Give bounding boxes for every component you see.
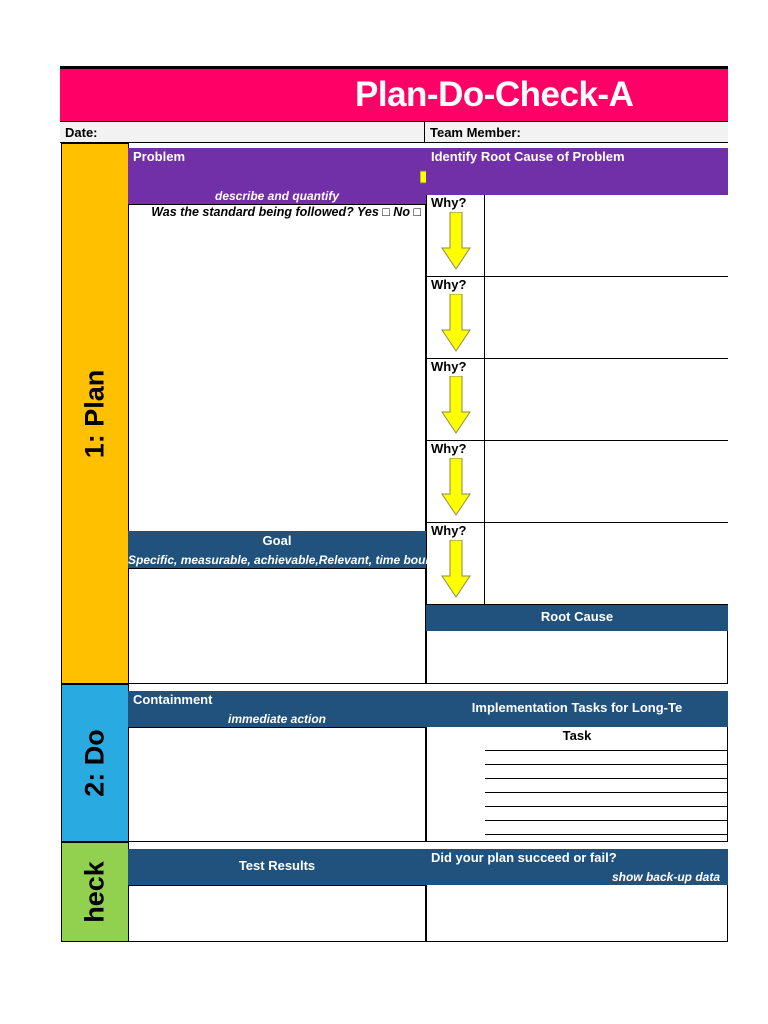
- stage-label-do: 2: Do: [79, 729, 110, 797]
- team-member-label: Team Member:: [430, 124, 521, 140]
- why-answer-1[interactable]: [485, 195, 728, 277]
- goal-entry-pane[interactable]: [128, 568, 426, 684]
- test-results-entry-pane[interactable]: [128, 885, 426, 942]
- pdca-worksheet: Plan-Do-Check-A Date: Team Member: 1: Pl…: [60, 66, 728, 942]
- why-label-4: Why?: [431, 441, 467, 456]
- containment-header-label: Containment: [133, 692, 213, 707]
- why-cell-2: Why?: [426, 277, 485, 359]
- task-row[interactable]: [485, 778, 728, 779]
- root-cause-header: Identify Root Cause of Problem: [426, 148, 728, 204]
- task-row[interactable]: [485, 750, 728, 751]
- down-arrow-icon: [441, 294, 471, 352]
- containment-subtitle: immediate action: [227, 712, 327, 726]
- down-arrow-icon: [441, 458, 471, 516]
- test-results-header: Test Results: [128, 849, 426, 885]
- task-column-header: Task: [562, 728, 592, 743]
- stage-rail-do: 2: Do: [61, 684, 129, 842]
- why-cell-5: Why?: [426, 523, 485, 605]
- why-answer-2[interactable]: [485, 277, 728, 359]
- goal-header-label: Goal: [262, 533, 292, 548]
- page-title: Plan-Do-Check-A: [355, 75, 634, 114]
- task-row[interactable]: [485, 792, 728, 793]
- why-label-3: Why?: [431, 359, 467, 374]
- stage-rail-plan: 1: Plan: [61, 143, 129, 684]
- why-label-1: Why?: [431, 195, 467, 210]
- plan-outcome-entry-pane[interactable]: [426, 885, 728, 942]
- down-arrow-icon: [441, 212, 471, 270]
- implementation-tasks-header-label: Implementation Tasks for Long-Te: [471, 700, 683, 715]
- goal-subtitle: Specific, measurable, achievable,Relevan…: [128, 553, 441, 567]
- why-cell-4: Why?: [426, 441, 485, 523]
- why-label-5: Why?: [431, 523, 467, 538]
- task-list-pane[interactable]: Task: [426, 727, 728, 842]
- goal-header: Goal Specific, measurable, achievable,Re…: [128, 531, 441, 568]
- task-row[interactable]: [485, 806, 728, 807]
- stage-label-plan: 1: Plan: [79, 369, 110, 458]
- root-cause-header-label: Identify Root Cause of Problem: [431, 149, 625, 164]
- problem-subtitle: describe and quantify: [214, 189, 340, 203]
- task-row[interactable]: [485, 834, 728, 835]
- worksheet-title-bar: Plan-Do-Check-A: [60, 66, 728, 121]
- down-arrow-icon: [441, 540, 471, 598]
- why-answer-3[interactable]: [485, 359, 728, 441]
- implementation-tasks-header: Implementation Tasks for Long-Te: [426, 691, 728, 727]
- team-member-field[interactable]: Team Member:: [425, 122, 728, 142]
- task-row[interactable]: [485, 764, 728, 765]
- root-cause-bar: Root Cause: [426, 605, 728, 631]
- stage-rail-check: heck: [61, 842, 129, 942]
- why-answer-4[interactable]: [485, 441, 728, 523]
- plan-outcome-header-label: Did your plan succeed or fail?: [431, 850, 617, 865]
- standard-followed-question: Was the standard being followed? Yes □ N…: [151, 205, 421, 219]
- down-arrow-icon: [441, 376, 471, 434]
- plan-outcome-header: Did your plan succeed or fail? show back…: [426, 849, 728, 885]
- date-label: Date:: [65, 124, 98, 140]
- problem-entry-pane[interactable]: [128, 204, 426, 534]
- plan-outcome-subtitle: show back-up data: [611, 870, 720, 884]
- why-answer-5[interactable]: [485, 523, 728, 605]
- stage-label-check: heck: [79, 861, 110, 923]
- problem-header: Problem describe and quantify: [128, 148, 482, 204]
- why-cell-1: Why?: [426, 195, 485, 277]
- why-cell-3: Why?: [426, 359, 485, 441]
- containment-entry-pane[interactable]: [128, 727, 426, 842]
- meta-row: Date: Team Member:: [60, 121, 728, 143]
- problem-header-label: Problem: [133, 149, 186, 164]
- root-cause-bar-label: Root Cause: [540, 609, 614, 624]
- why-label-2: Why?: [431, 277, 467, 292]
- task-row[interactable]: [485, 820, 728, 821]
- root-cause-entry-pane[interactable]: [426, 631, 728, 684]
- test-results-header-label: Test Results: [238, 858, 316, 873]
- date-field[interactable]: Date:: [60, 122, 425, 142]
- containment-header: Containment immediate action: [128, 691, 426, 727]
